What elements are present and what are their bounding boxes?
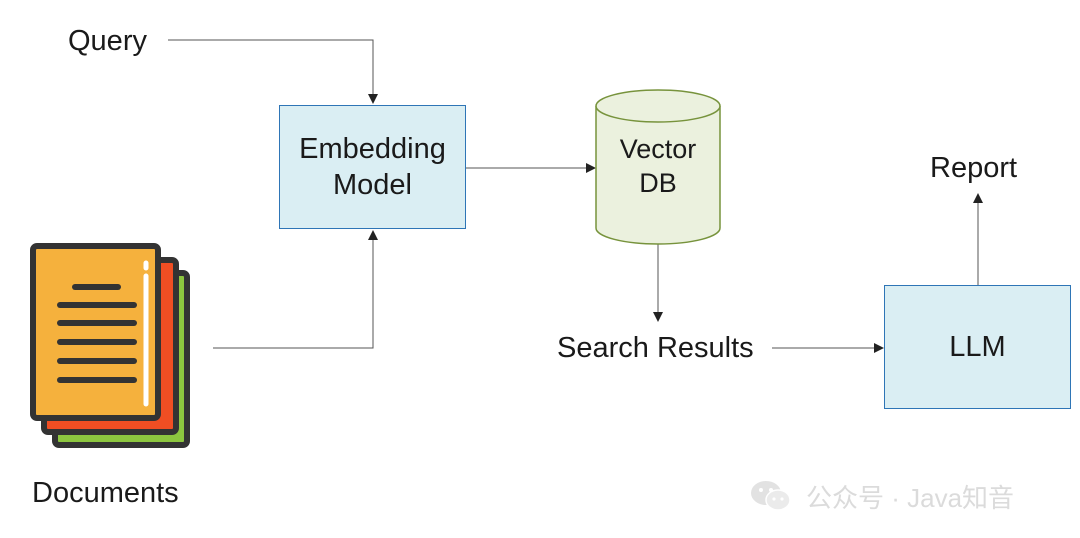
search-results-label: Search Results bbox=[557, 332, 754, 364]
query-label: Query bbox=[68, 25, 147, 57]
embedding-model-label-line1: Embedding bbox=[299, 133, 446, 165]
watermark: 公众号 · Java知音 bbox=[750, 474, 1060, 518]
arrow-documents-to-embedding bbox=[213, 230, 378, 349]
report-label: Report bbox=[930, 152, 1018, 184]
documents-label: Documents bbox=[32, 477, 179, 509]
wechat-icon bbox=[751, 481, 791, 511]
embedding-model-box: Embedding Model bbox=[279, 105, 466, 229]
database-cylinder-icon bbox=[595, 89, 721, 245]
llm-box: LLM bbox=[884, 285, 1071, 409]
documents-stack-icon bbox=[30, 243, 190, 448]
vector-db-label-line1: Vector bbox=[619, 134, 697, 164]
arrow-query-to-embedding bbox=[168, 39, 378, 104]
watermark-text: 公众号 · Java知音 bbox=[806, 482, 1015, 513]
embedding-model-label-line2: Model bbox=[333, 169, 412, 201]
vector-db-label-line2: DB bbox=[639, 168, 677, 198]
vector-db-label: Vector DB bbox=[596, 132, 720, 200]
llm-label: LLM bbox=[949, 331, 1006, 363]
